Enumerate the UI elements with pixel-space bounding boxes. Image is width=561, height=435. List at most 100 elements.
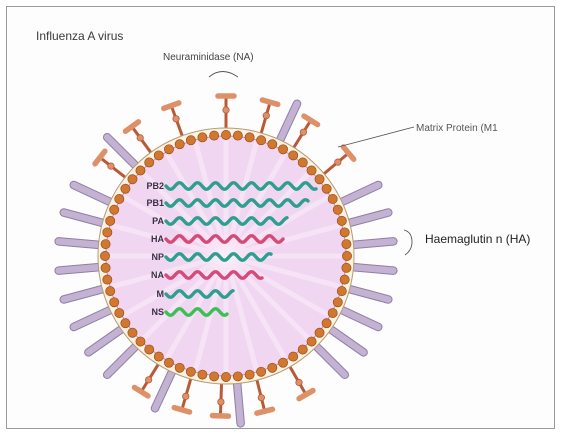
m1-bead (154, 352, 163, 361)
m1-bead (115, 194, 124, 203)
na-spike-head (134, 387, 148, 395)
m1-bead (233, 131, 242, 140)
m1-leader-line (338, 127, 414, 147)
m1-bead (145, 158, 154, 167)
segment-label-np: NP (134, 252, 164, 262)
m1-bead (278, 145, 287, 154)
m1-bead (198, 370, 207, 379)
ha-spike-fill (107, 137, 137, 167)
na-spike-knob (300, 129, 306, 135)
segment-label-pb1: PB1 (134, 198, 164, 208)
m1-bead (128, 328, 137, 337)
m1-bead (307, 166, 316, 175)
na-spike-knob (258, 394, 264, 400)
segment-label-pa: PA (134, 216, 164, 226)
m1-bead (315, 328, 324, 337)
na-spike-head (174, 408, 189, 412)
m1-bead (298, 345, 307, 354)
ha-spike-fill (59, 267, 101, 271)
m1-bead (136, 337, 145, 346)
m1-bead (257, 367, 266, 376)
m1-bead (322, 319, 331, 328)
ha-spike-fill (237, 382, 241, 424)
m1-bead (101, 240, 110, 249)
m1-bead (103, 275, 112, 284)
m1-bead (175, 363, 184, 372)
ha-spike-fill (329, 328, 363, 352)
ha-spike-fill (59, 241, 101, 245)
m1-bead (221, 130, 230, 139)
m1-bead (268, 140, 277, 149)
segment-label-pb2: PB2 (134, 181, 164, 191)
ha-spike-fill (107, 345, 137, 375)
m1-bead (340, 275, 349, 284)
m1-bead (328, 194, 337, 203)
m1-bead (245, 133, 254, 142)
ha-spike-fill (279, 104, 297, 142)
m1-bead (210, 131, 219, 140)
m1-bead (210, 372, 219, 381)
na-spike-knob (223, 107, 229, 113)
m1-bead (198, 133, 207, 142)
na-spike-head (299, 391, 313, 399)
ha-spike-fill (74, 309, 112, 327)
ha-spike-fill (340, 309, 378, 327)
m1-bead (101, 263, 110, 272)
m1-bead (333, 205, 342, 214)
m1-bead (342, 240, 351, 249)
na-spike-head (304, 116, 318, 124)
m1-bead (337, 216, 346, 225)
ha-spike-fill (155, 370, 173, 408)
na-spike-head (257, 409, 273, 413)
m1-bead (121, 184, 130, 193)
na-spike-head (125, 122, 138, 131)
na-callout-arc (209, 72, 238, 78)
m1-bead (164, 358, 173, 367)
na-spike-knob (108, 163, 114, 169)
m1-bead (340, 228, 349, 237)
m1-bead (175, 140, 184, 149)
m1-bead (289, 151, 298, 160)
na-spike-knob (173, 116, 179, 122)
m1-bead (154, 151, 163, 160)
m1-bead (115, 308, 124, 317)
m1-bead (145, 345, 154, 354)
ha-bracket (404, 230, 412, 255)
m1-bead (221, 372, 230, 381)
m1-bead (278, 358, 287, 367)
na-spike-knob (183, 393, 189, 399)
haemagglutinin-label: Haemaglutin n (HA) (425, 232, 530, 246)
m1-bead (110, 205, 119, 214)
matrix-protein-label: Matrix Protein (M1 (416, 123, 498, 134)
m1-bead (268, 363, 277, 372)
m1-bead (106, 287, 115, 296)
m1-bead (164, 145, 173, 154)
na-spike-head (164, 103, 179, 108)
segment-label-na: NA (134, 270, 164, 280)
m1-bead (233, 372, 242, 381)
m1-bead (342, 263, 351, 272)
m1-bead (307, 337, 316, 346)
segment-label-m: M (134, 289, 164, 299)
m1-bead (328, 308, 337, 317)
m1-bead (298, 158, 307, 167)
na-spike-head (262, 100, 277, 104)
m1-bead (106, 216, 115, 225)
m1-bead (136, 166, 145, 175)
segment-label-ns: NS (134, 307, 164, 317)
m1-bead (322, 184, 331, 193)
neuraminidase-label: Neuraminidase (NA) (163, 52, 254, 63)
m1-bead (342, 251, 351, 260)
na-spike-knob (137, 135, 143, 141)
m1-bead (337, 287, 346, 296)
ha-spike-fill (340, 185, 378, 203)
m1-bead (186, 367, 195, 376)
na-spike-head (212, 416, 228, 417)
na-spike-knob (218, 399, 224, 405)
ha-spike-fill (352, 267, 394, 271)
m1-bead (245, 370, 254, 379)
na-spike-knob (335, 159, 341, 165)
na-spike-knob (263, 112, 269, 118)
m1-bead (257, 136, 266, 145)
